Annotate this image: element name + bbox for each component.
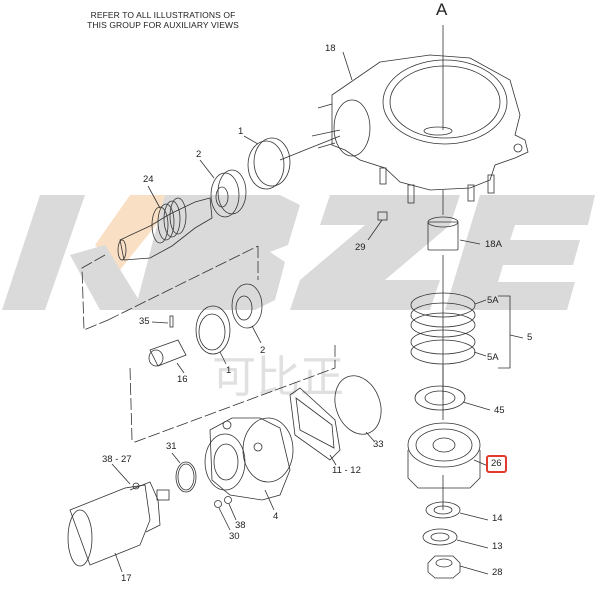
callout-1-upper[interactable]: 1	[238, 126, 244, 137]
callout-24[interactable]: 24	[143, 174, 154, 185]
callout-26-highlighted[interactable]: 26	[486, 455, 507, 473]
callout-17[interactable]: 17	[121, 573, 132, 584]
callout-13[interactable]: 13	[492, 541, 503, 552]
callout-11-12[interactable]: 11 - 12	[332, 465, 361, 476]
view-label-a: A	[436, 0, 448, 19]
callout-18a[interactable]: 18A	[485, 239, 502, 250]
hydraulic-motor-17	[67, 481, 170, 567]
callout-38-27[interactable]: 38 - 27	[102, 454, 132, 465]
callout-2-lower[interactable]: 2	[260, 345, 266, 356]
auxiliary-views-note: REFER TO ALL ILLUSTRATIONS OF THIS GROUP…	[78, 10, 248, 30]
callout-29[interactable]: 29	[355, 242, 366, 253]
callout-45[interactable]: 45	[494, 405, 505, 416]
callout-35[interactable]: 35	[139, 316, 150, 327]
coupling-gear-26	[407, 422, 481, 489]
callout-5a-lower[interactable]: 5A	[487, 352, 499, 363]
note-line-1: REFER TO ALL ILLUSTRATIONS OF	[90, 10, 236, 20]
callout-2-upper[interactable]: 2	[196, 149, 202, 160]
callout-28[interactable]: 28	[492, 567, 503, 578]
callout-18[interactable]: 18	[325, 43, 336, 54]
callout-14[interactable]: 14	[492, 513, 503, 524]
callout-30[interactable]: 30	[229, 531, 240, 542]
callout-16[interactable]: 16	[177, 374, 188, 385]
callout-38[interactable]: 38	[235, 520, 246, 531]
svg-text:可比正: 可比正	[212, 352, 344, 403]
callout-33[interactable]: 33	[373, 439, 384, 450]
callout-5[interactable]: 5	[527, 332, 533, 343]
callout-31[interactable]: 31	[166, 441, 177, 452]
callout-4[interactable]: 4	[273, 511, 279, 522]
note-line-2: THIS GROUP FOR AUXILIARY VIEWS	[87, 20, 239, 30]
housing-18	[311, 54, 529, 204]
pinion-shaft-24	[117, 197, 213, 261]
callout-5a-upper[interactable]: 5A	[487, 295, 499, 306]
motor-adapter-4	[204, 417, 294, 501]
callout-1-lower[interactable]: 1	[226, 365, 232, 376]
